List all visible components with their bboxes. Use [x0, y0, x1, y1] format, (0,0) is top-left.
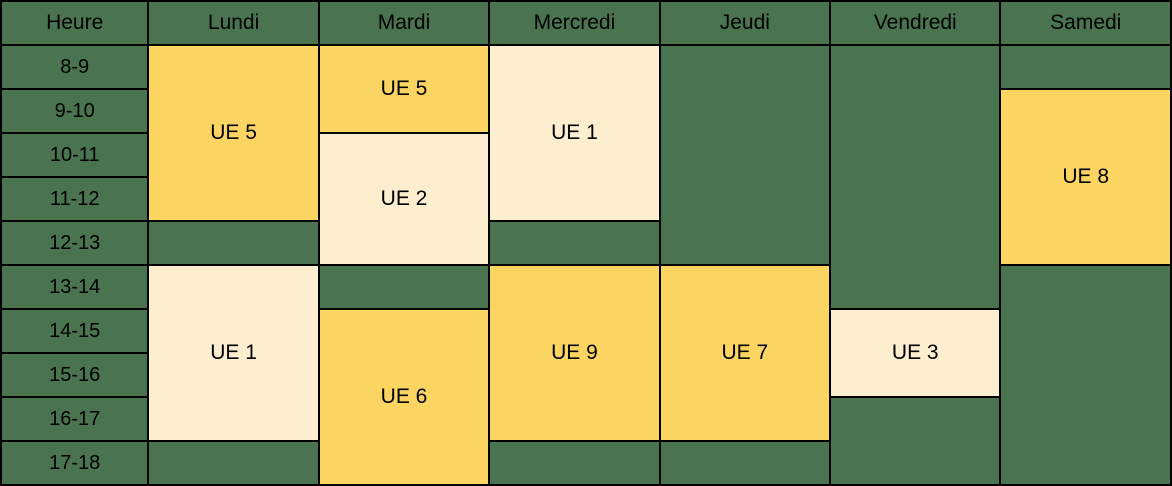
timetable-row: 12-13: [0, 220, 1171, 266]
course-block-mardi-ue2[interactable]: UE 2: [317, 132, 491, 266]
empty-slot-samedi-13-14[interactable]: [999, 264, 1172, 486]
empty-slot-lundi-12-13[interactable]: [147, 220, 320, 266]
hour-cell-8-9: 8-9: [0, 44, 150, 90]
empty-slot-samedi-8-9[interactable]: [999, 44, 1172, 90]
hour-cell-12-13: 12-13: [0, 220, 150, 266]
course-block-mercredi-ue1[interactable]: UE 1: [488, 44, 661, 222]
empty-slot-vendredi-8-9[interactable]: [829, 44, 1002, 310]
empty-slot-mercredi-12-13[interactable]: [488, 220, 661, 266]
hour-cell-13-14: 13-14: [0, 264, 150, 310]
course-block-samedi-ue8[interactable]: UE 8: [999, 88, 1172, 266]
course-block-lundi-ue5[interactable]: UE 5: [147, 44, 320, 222]
empty-slot-jeudi-17-18[interactable]: [658, 440, 832, 486]
empty-slot-vendredi-16-17[interactable]: [829, 396, 1002, 486]
course-block-mardi-ue5[interactable]: UE 5: [317, 44, 491, 134]
hour-cell-16-17: 16-17: [0, 396, 150, 442]
course-block-vendredi-ue3[interactable]: UE 3: [829, 308, 1002, 398]
timetable-row: 14-15 UE 6 UE 3: [0, 308, 1171, 486]
empty-slot-lundi-17-18[interactable]: [147, 440, 320, 486]
course-block-mercredi-ue9[interactable]: UE 9: [488, 264, 661, 442]
column-header-jeudi[interactable]: Jeudi: [658, 0, 832, 46]
timetable-row: 11-12: [0, 176, 1171, 222]
timetable-row: 9-10 UE 8: [0, 88, 1172, 266]
column-header-lundi[interactable]: Lundi: [147, 0, 320, 46]
timetable-row: 15-16: [0, 352, 1171, 398]
timetable-row: 10-11 UE 2: [0, 132, 1171, 266]
hour-cell-15-16: 15-16: [0, 352, 150, 398]
column-header-mardi[interactable]: Mardi: [317, 0, 491, 46]
hour-cell-11-12: 11-12: [0, 176, 150, 222]
hour-cell-17-18: 17-18: [0, 440, 150, 486]
column-header-samedi[interactable]: Samedi: [999, 0, 1172, 46]
hour-cell-14-15: 14-15: [0, 308, 150, 354]
empty-slot-jeudi-8-9[interactable]: [658, 44, 832, 266]
empty-slot-mercredi-17-18[interactable]: [488, 440, 661, 486]
hour-cell-9-10: 9-10: [0, 88, 150, 134]
course-block-mardi-ue6[interactable]: UE 6: [317, 308, 491, 486]
hour-cell-10-11: 10-11: [0, 132, 150, 178]
course-block-jeudi-ue7[interactable]: UE 7: [658, 264, 832, 442]
column-header-mercredi[interactable]: Mercredi: [488, 0, 661, 46]
empty-slot-mardi-13-14[interactable]: [317, 264, 491, 310]
column-header-heure[interactable]: Heure: [0, 0, 150, 46]
course-block-lundi-ue1[interactable]: UE 1: [147, 264, 320, 442]
column-header-vendredi[interactable]: Vendredi: [829, 0, 1002, 46]
